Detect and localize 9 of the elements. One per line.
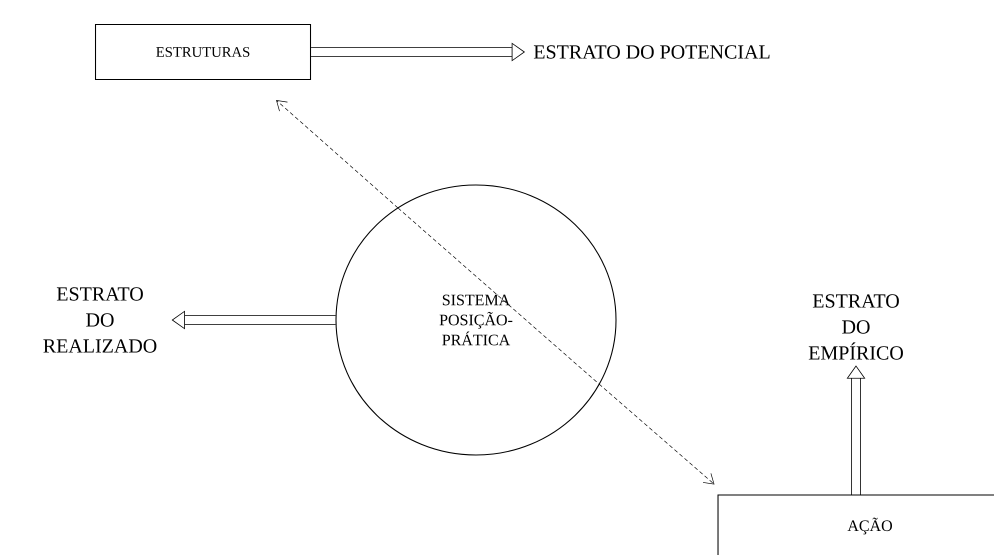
dashed-arrow: [276, 100, 398, 208]
stratum-label: ESTRATO DO POTENCIAL: [534, 45, 770, 59]
action-box: AÇÃO: [717, 494, 994, 555]
hollow-arrow: [172, 310, 336, 330]
structure-box: ESTRUTURAS: [94, 24, 312, 80]
stratum-label: ESTRATO DO REALIZADO: [43, 287, 156, 353]
stratum-label: ESTRATO DO EMPÍRICO: [808, 294, 903, 360]
dashed-arrow: [598, 384, 714, 484]
dashed-line: [398, 208, 600, 384]
